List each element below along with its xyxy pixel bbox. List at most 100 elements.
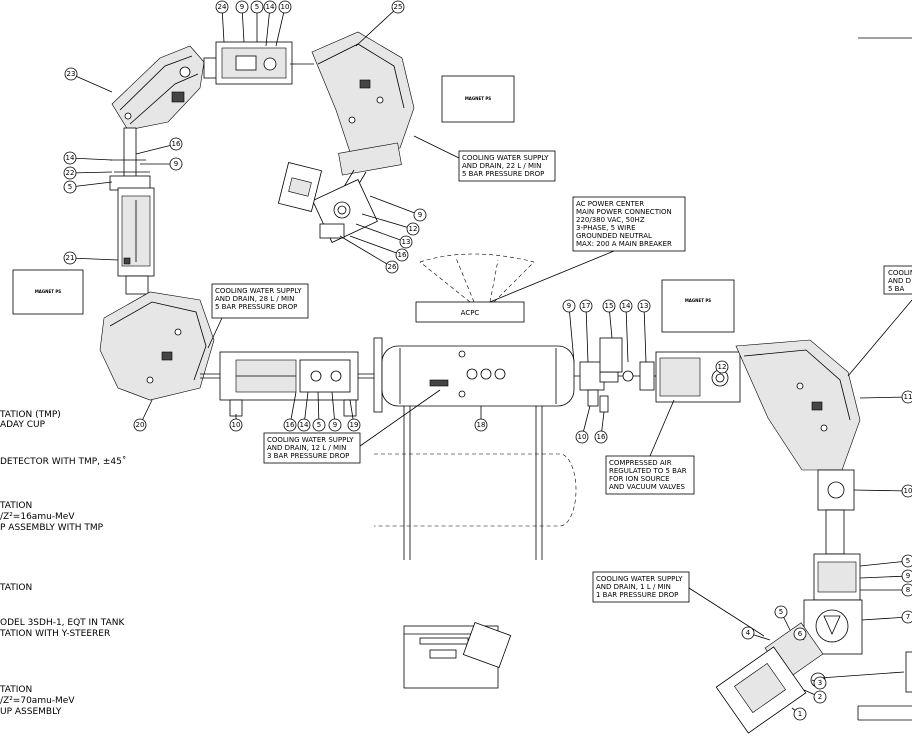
- balloon-leader: [349, 235, 403, 256]
- balloon-leader: [135, 143, 177, 155]
- balloon-number: 3: [818, 679, 822, 687]
- balloon-circle: [235, 0, 249, 14]
- balloon-leader: [275, 6, 286, 47]
- balloon-number: 12: [718, 363, 727, 371]
- balloon-circle: [63, 151, 77, 165]
- svg-text:MAGNET PS: MAGNET PS: [35, 289, 61, 294]
- svg-text:MAX: 200 A MAIN BREAKER: MAX: 200 A MAIN BREAKER: [576, 240, 672, 248]
- balloon-leader: [69, 257, 119, 261]
- balloon-5: 5: [774, 605, 791, 631]
- balloon-number: 14: [266, 3, 275, 11]
- balloon-12: 12: [715, 360, 729, 375]
- balloon-circle: [474, 418, 488, 432]
- balloon-number: 20: [136, 421, 145, 429]
- balloon-leader: [643, 305, 647, 363]
- balloon-number: 14: [622, 302, 631, 310]
- ac-power-note: AC POWER CENTER MAIN POWER CONNECTION 22…: [489, 196, 686, 303]
- balloon-number: 14: [66, 154, 75, 162]
- balloon-14: 14: [297, 391, 311, 432]
- balloon-circle: [229, 418, 243, 432]
- balloon-circle: [579, 299, 593, 313]
- balloon-circle: [594, 430, 608, 444]
- balloon-circle: [901, 610, 912, 624]
- balloon-circle: [328, 418, 342, 432]
- cooling-note-12: COOLING WATER SUPPLY AND DRAIN, 12 L / M…: [263, 389, 441, 464]
- balloon-circle: [413, 208, 427, 222]
- balloon-number: 9: [333, 421, 337, 429]
- svg-text:AND DRAIN, 28 L / MIN: AND DRAIN, 28 L / MIN: [215, 295, 294, 303]
- balloon-15: 15: [602, 299, 616, 339]
- svg-text:ADAY CUP: ADAY CUP: [0, 420, 46, 430]
- balloon-5: 5: [859, 554, 912, 568]
- balloon-circle: [215, 0, 229, 14]
- balloon-leader: [861, 616, 909, 621]
- balloon-number: 10: [281, 3, 290, 11]
- balloon-22: 22: [63, 166, 113, 180]
- balloon-circle: [283, 418, 297, 432]
- svg-text:COOLIN: COOLIN: [888, 269, 912, 277]
- balloon-14: 14: [63, 151, 113, 165]
- balloon-circle: [347, 418, 361, 432]
- balloon-number: 5: [255, 3, 259, 11]
- balloon-18: 18: [474, 406, 488, 432]
- balloon-13: 13: [637, 299, 651, 363]
- balloon-number: 26: [388, 263, 397, 271]
- svg-text:TATION (TMP): TATION (TMP): [0, 410, 61, 420]
- balloon-leader: [859, 575, 909, 579]
- balloon-circle: [169, 137, 183, 151]
- svg-text:5 BAR PRESSURE DROP: 5 BAR PRESSURE DROP: [462, 170, 544, 178]
- svg-text:TATION: TATION: [0, 501, 32, 511]
- balloon-16: 16: [135, 137, 183, 155]
- balloon-circle: [278, 0, 292, 14]
- balloon-leader: [625, 305, 629, 363]
- balloon-circle: [901, 569, 912, 583]
- svg-text:220/380 VAC, 50HZ: 220/380 VAC, 50HZ: [576, 216, 645, 224]
- balloon-leader: [361, 213, 414, 230]
- balloon-circle: [813, 676, 827, 690]
- balloon-leader: [355, 223, 407, 243]
- svg-text:AND DRAIN, 12 L / MIN: AND DRAIN, 12 L / MIN: [267, 444, 346, 452]
- balloon-circle: [575, 430, 589, 444]
- balloon-number: 11: [904, 393, 912, 401]
- balloon-8: 8: [860, 583, 912, 597]
- control-console: [403, 622, 512, 689]
- balloon-number: 7: [906, 613, 910, 621]
- balloon-16: 16: [594, 411, 608, 444]
- svg-text:AC POWER CENTER: AC POWER CENTER: [576, 200, 644, 208]
- balloon-11: 11: [859, 390, 912, 404]
- balloon-4: 4: [741, 626, 771, 641]
- balloon-leader: [70, 73, 113, 93]
- balloon-number: 4: [746, 629, 751, 637]
- balloon-10: 10: [853, 484, 912, 498]
- balloon-circle: [901, 583, 912, 597]
- cooling-note-1: COOLING WATER SUPPLY AND DRAIN, 1 L / MI…: [592, 571, 765, 637]
- balloon-number: 22: [66, 169, 75, 177]
- balloon-20: 20: [133, 399, 153, 432]
- cooling-note-22: COOLING WATER SUPPLY AND DRAIN, 22 L / M…: [413, 135, 556, 182]
- balloon-13: 13: [355, 223, 413, 249]
- acpc-box: ACPC: [415, 301, 525, 323]
- balloon-number: 16: [172, 140, 181, 148]
- svg-text:MAIN POWER CONNECTION: MAIN POWER CONNECTION: [576, 208, 672, 216]
- balloon-circle: [263, 0, 277, 14]
- svg-text:5 BA: 5 BA: [888, 285, 904, 293]
- svg-text:FOR ION SOURCE: FOR ION SOURCE: [609, 475, 670, 483]
- balloon-number: 5: [906, 557, 910, 565]
- svg-text:UP ASSEMBLY: UP ASSEMBLY: [0, 707, 62, 717]
- balloon-2: 2: [803, 689, 827, 704]
- svg-text:COOLING WATER SUPPLY: COOLING WATER SUPPLY: [215, 287, 302, 295]
- balloon-number: 21: [66, 254, 75, 262]
- svg-text:COMPRESSED AIR: COMPRESSED AIR: [609, 459, 672, 467]
- balloon-circle: [637, 299, 651, 313]
- svg-text:1 BAR PRESSURE DROP: 1 BAR PRESSURE DROP: [596, 591, 678, 599]
- balloon-circle: [63, 166, 77, 180]
- magnet-ps-box-1: MAGNET PS: [12, 269, 84, 315]
- balloon-9: 9: [235, 0, 249, 43]
- balloon-number: 10: [578, 433, 587, 441]
- balloon-leader: [69, 181, 113, 188]
- svg-text:COOLING WATER SUPPLY: COOLING WATER SUPPLY: [596, 575, 683, 583]
- balloon-9: 9: [140, 157, 183, 171]
- balloon-number: 8: [906, 586, 910, 594]
- balloon-number: 6: [798, 630, 803, 638]
